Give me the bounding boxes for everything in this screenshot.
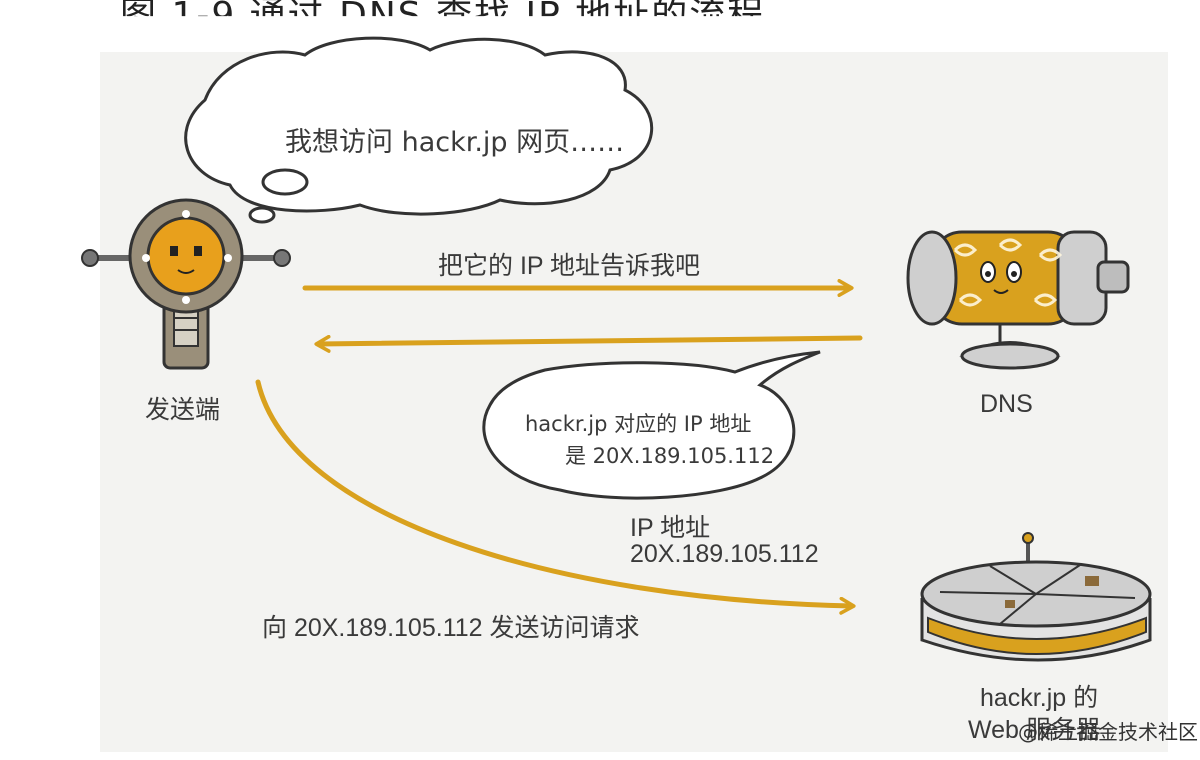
thought-bubble-text: 我想访问 hackr.jp 网页…… bbox=[285, 127, 625, 158]
reply-bubble-line1: hackr.jp 对应的 IP 地址 bbox=[525, 412, 752, 436]
thought-bubble bbox=[184, 36, 654, 224]
reply-arrow bbox=[314, 334, 863, 353]
thought-bubble-dot-large bbox=[261, 168, 309, 196]
access-arrow bbox=[255, 379, 856, 615]
figure-caption-fragment: 图 1-9 通过 DNS 查找 IP 地址的流程 bbox=[120, 0, 766, 36]
access-request-label: 向 20X.189.105.112 发送访问请求 bbox=[262, 614, 640, 642]
reply-bubble-line2: 是 20X.189.105.112 bbox=[565, 444, 775, 468]
request-label: 把它的 IP 地址告诉我吧 bbox=[438, 252, 701, 280]
sender-label: 发送端 bbox=[145, 396, 221, 424]
thought-bubble-dot-small bbox=[248, 206, 276, 224]
sender-robot-icon bbox=[81, 198, 291, 370]
ip-label-line2: 20X.189.105.112 bbox=[630, 540, 819, 568]
ip-label-line1: IP 地址 bbox=[630, 514, 711, 542]
web-server-label-line2: Web 服务器 bbox=[968, 716, 1101, 744]
web-server-label-line1: hackr.jp 的 bbox=[980, 684, 1099, 712]
reply-speech-bubble bbox=[482, 350, 821, 500]
web-server-icon bbox=[920, 532, 1152, 662]
dns-server-icon bbox=[906, 230, 1130, 370]
dns-label: DNS bbox=[980, 390, 1033, 418]
watermark: @稀土掘金技术社区 bbox=[1018, 720, 1198, 744]
